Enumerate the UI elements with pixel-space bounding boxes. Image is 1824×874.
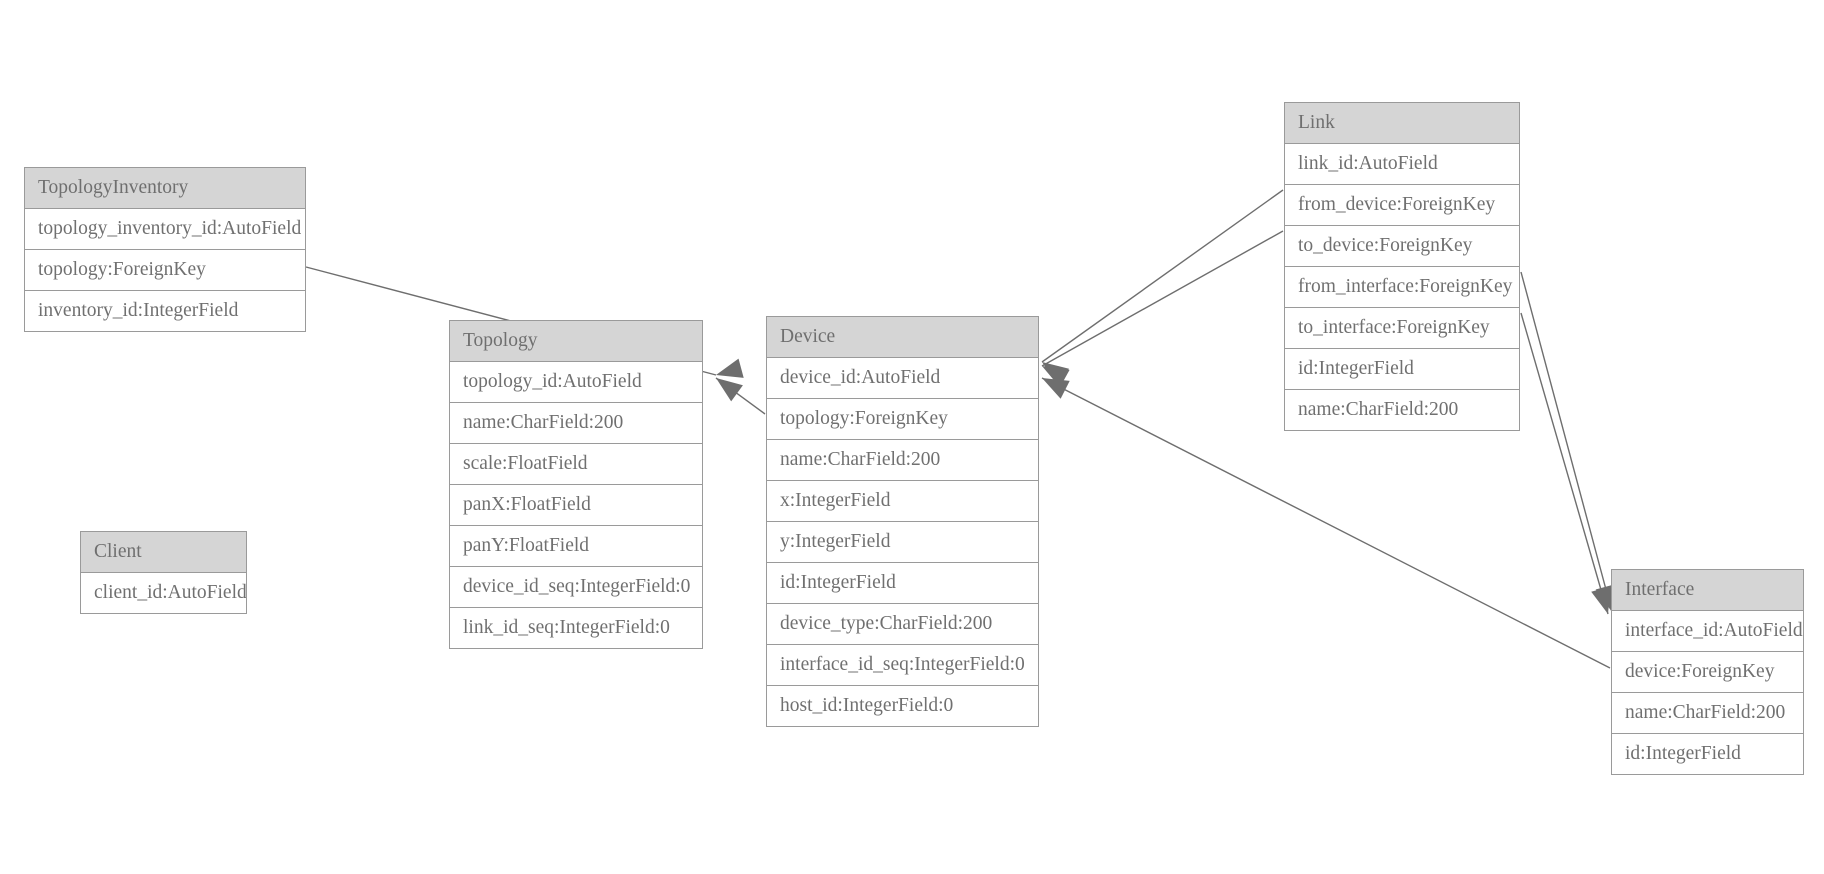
relation-arrowhead bbox=[1042, 378, 1070, 399]
entity-field: panY:FloatField bbox=[450, 526, 702, 567]
entity-title-topologyinventory: TopologyInventory bbox=[25, 168, 305, 209]
entity-field: from_device:ForeignKey bbox=[1285, 185, 1519, 226]
entity-field: device_id:AutoField bbox=[767, 358, 1038, 399]
entity-field: to_interface:ForeignKey bbox=[1285, 308, 1519, 349]
relation-link-todevice-to-device bbox=[1041, 230, 1284, 388]
relation-link-fromdevice-to-device bbox=[1041, 189, 1284, 386]
entity-field: id:IntegerField bbox=[1285, 349, 1519, 390]
relation-arrowhead bbox=[716, 358, 744, 378]
entity-field: client_id:AutoField bbox=[81, 573, 246, 614]
entity-field: inventory_id:IntegerField bbox=[25, 291, 305, 332]
relation-line bbox=[715, 377, 766, 415]
entity-field: device:ForeignKey bbox=[1612, 652, 1803, 693]
entity-field: name:CharField:200 bbox=[767, 440, 1038, 481]
entity-field: from_interface:ForeignKey bbox=[1285, 267, 1519, 308]
entity-title-client: Client bbox=[81, 532, 246, 573]
entity-field: link_id_seq:IntegerField:0 bbox=[450, 608, 702, 649]
relation-line bbox=[1041, 230, 1284, 367]
relation-line bbox=[1520, 271, 1613, 613]
relation-arrowhead bbox=[716, 378, 743, 402]
relation-arrowhead bbox=[1042, 366, 1070, 388]
entity-field: topology:ForeignKey bbox=[25, 250, 305, 291]
entity-field: y:IntegerField bbox=[767, 522, 1038, 563]
entity-field: topology:ForeignKey bbox=[767, 399, 1038, 440]
entity-field: device_type:CharField:200 bbox=[767, 604, 1038, 645]
relation-line bbox=[1041, 189, 1284, 363]
relation-link-tointerface-to-interface bbox=[1520, 312, 1611, 615]
entity-field: name:CharField:200 bbox=[1612, 693, 1803, 734]
entity-title-topology: Topology bbox=[450, 321, 702, 362]
entity-field: x:IntegerField bbox=[767, 481, 1038, 522]
entity-field: host_id:IntegerField:0 bbox=[767, 686, 1038, 727]
entity-title-link: Link bbox=[1285, 103, 1519, 144]
entity-field: name:CharField:200 bbox=[1285, 390, 1519, 431]
entity-field: id:IntegerField bbox=[1612, 734, 1803, 775]
entity-field: topology_id:AutoField bbox=[450, 362, 702, 403]
entity-field: name:CharField:200 bbox=[450, 403, 702, 444]
entity-field: scale:FloatField bbox=[450, 444, 702, 485]
entity-field: link_id:AutoField bbox=[1285, 144, 1519, 185]
entity-field: interface_id_seq:IntegerField:0 bbox=[767, 645, 1038, 686]
entity-field: interface_id:AutoField bbox=[1612, 611, 1803, 652]
entity-field: to_device:ForeignKey bbox=[1285, 226, 1519, 267]
entity-title-device: Device bbox=[767, 317, 1038, 358]
entity-title-interface: Interface bbox=[1612, 570, 1803, 611]
entity-field: topology_inventory_id:AutoField bbox=[25, 209, 305, 250]
entity-field: device_id_seq:IntegerField:0 bbox=[450, 567, 702, 608]
relation-device-to-topology bbox=[715, 377, 766, 415]
relation-arrowhead bbox=[1042, 362, 1070, 386]
entity-field: panX:FloatField bbox=[450, 485, 702, 526]
relation-link-frominterface-to-interface bbox=[1520, 271, 1615, 613]
entity-field: id:IntegerField bbox=[767, 563, 1038, 604]
relation-line bbox=[1520, 312, 1609, 615]
